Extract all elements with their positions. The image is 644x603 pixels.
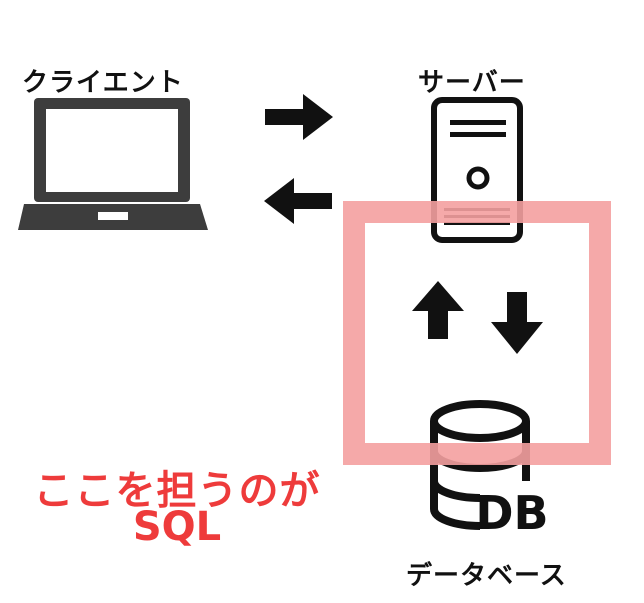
caption-line-2: SQL xyxy=(132,504,222,550)
sql-highlight-frame xyxy=(343,201,611,465)
server-label: サーバー xyxy=(418,68,526,98)
database-icon-text: DB xyxy=(475,486,548,537)
arrow-left-icon xyxy=(264,178,332,224)
client-label: クライエント xyxy=(22,68,184,98)
arrow-down-icon xyxy=(491,292,543,354)
laptop-icon xyxy=(18,98,208,230)
caption-line-1: ここを担うのが xyxy=(33,468,321,514)
arrow-up-icon xyxy=(412,281,464,339)
arrow-right-icon xyxy=(265,94,333,140)
database-label: データベース xyxy=(406,561,567,591)
